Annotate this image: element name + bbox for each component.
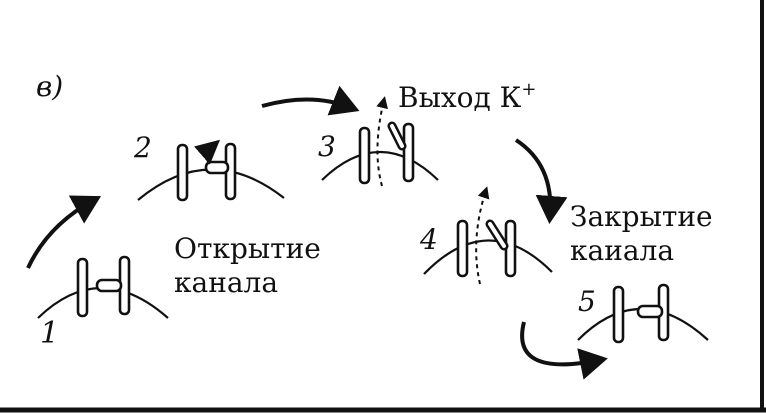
label-closing-line1: Закрытие [570, 200, 713, 233]
label-closing-line2: каиала [570, 234, 674, 267]
arrow-4-to-5 [520, 321, 608, 380]
step-number-5: 5 [578, 285, 596, 318]
panel-label: в) [36, 70, 63, 103]
step-number-3: 3 [318, 130, 336, 163]
step-number-1: 1 [40, 316, 59, 351]
channel-state-3: 3 [318, 96, 439, 187]
channel-state-5: 5 [577, 283, 709, 344]
arrow-1-to-2 [26, 195, 102, 269]
step-number-2: 2 [133, 131, 152, 164]
label-exit: Выход К+ [398, 79, 536, 114]
label-opening-line2: канала [174, 266, 278, 299]
arrow-2-to-3 [261, 85, 360, 116]
label-exit-text: Выход К [398, 81, 522, 114]
channel-state-2: 2 [133, 131, 285, 202]
label-exit-sup: + [521, 79, 536, 100]
arrow-3-to-4 [514, 138, 568, 224]
channel-state-1: 1 [37, 255, 169, 351]
step-number-4: 4 [419, 223, 438, 256]
label-opening-line1: Открытие [174, 232, 321, 265]
channel-state-4: 4 [419, 186, 553, 285]
